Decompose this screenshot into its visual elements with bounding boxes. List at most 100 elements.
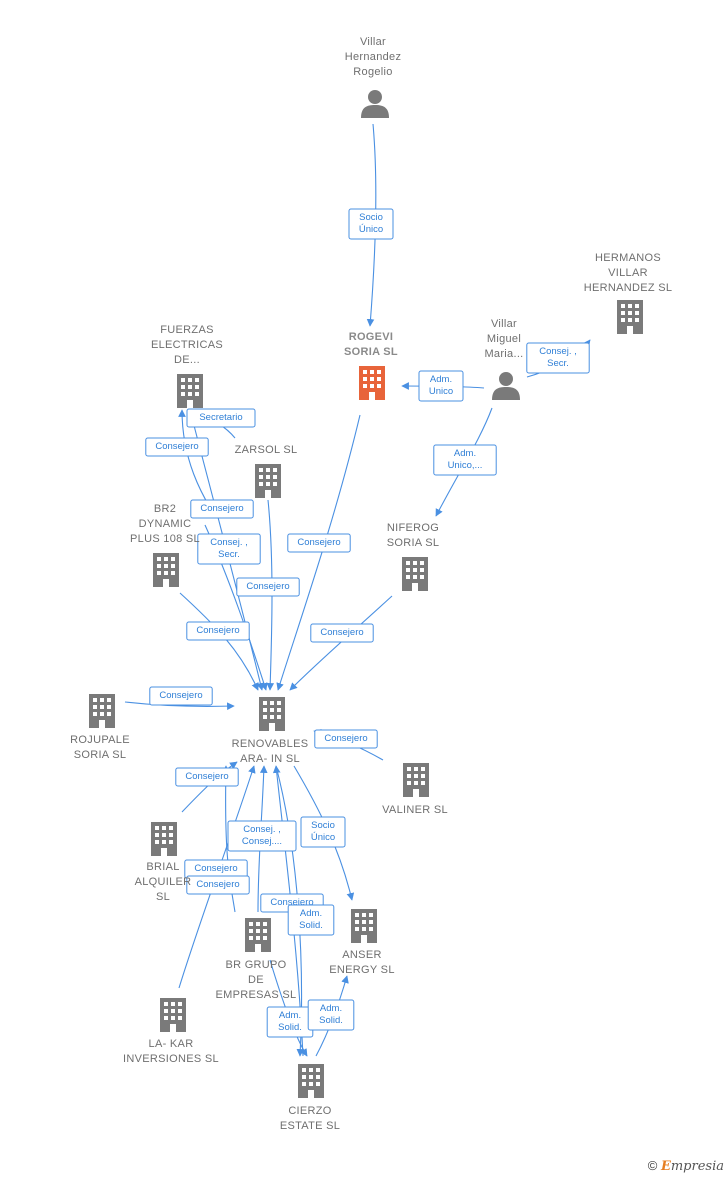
node-zarsol[interactable]: ZARSOL SL bbox=[235, 444, 298, 498]
relation-label-text: Consej. , bbox=[539, 346, 577, 357]
relation-label-box bbox=[149, 686, 213, 706]
node-label: ROGEVI bbox=[349, 331, 394, 343]
relation-label-text: Único bbox=[311, 832, 335, 843]
relation-label-box bbox=[300, 816, 346, 848]
relation-label[interactable]: Adm.Solid. bbox=[266, 1006, 314, 1038]
node-label: BR GRUPO bbox=[225, 959, 286, 971]
relation-label[interactable]: Consej. ,Secr. bbox=[526, 342, 590, 374]
node-label: ELECTRICAS bbox=[151, 339, 223, 351]
node-valiner[interactable]: VALINER SL bbox=[382, 763, 448, 816]
building-icon bbox=[403, 763, 429, 797]
node-label: HERNANDEZ SL bbox=[584, 282, 673, 294]
node-label: SORIA SL bbox=[344, 346, 398, 358]
relation-label-text: Unico bbox=[429, 386, 453, 397]
relation-label[interactable]: Secretario bbox=[186, 408, 256, 428]
relation-label[interactable]: Consejero bbox=[287, 533, 351, 553]
relation-label-text: Unico,... bbox=[448, 460, 483, 471]
node-label: VILLAR bbox=[608, 267, 648, 279]
node-label: RENOVABLES bbox=[232, 738, 309, 750]
copyright-symbol: © bbox=[647, 1158, 658, 1173]
relation-label-box bbox=[526, 342, 590, 374]
node-label: LA- KAR bbox=[149, 1038, 194, 1050]
node-label: ANSER bbox=[342, 949, 381, 961]
relation-label-text: Adm. bbox=[430, 374, 452, 385]
footer-brand[interactable]: © Empresia bbox=[648, 1158, 724, 1174]
node-label: BR2 bbox=[154, 503, 176, 515]
edge-br2-to-renovables bbox=[179, 592, 259, 691]
relation-label[interactable]: Consejero bbox=[175, 767, 239, 787]
edge-rogevi-to-renovables bbox=[276, 414, 361, 691]
node-villar_miguel[interactable]: VillarMiguelMaria... bbox=[484, 318, 523, 400]
relation-label-box bbox=[418, 370, 464, 402]
relation-label[interactable]: Consejero bbox=[190, 499, 254, 519]
relation-label-text: Solid. bbox=[278, 1022, 302, 1033]
relation-label-text: Solid. bbox=[319, 1015, 343, 1026]
relation-label-box bbox=[186, 621, 250, 641]
building-icon bbox=[160, 998, 186, 1032]
relation-label-text: Secretario bbox=[199, 412, 242, 423]
building-icon bbox=[351, 909, 377, 943]
node-label: Villar bbox=[491, 318, 517, 330]
relation-label-text: Consej. , bbox=[243, 824, 281, 835]
relation-label-box bbox=[145, 437, 209, 457]
building-icon bbox=[245, 918, 271, 952]
relation-label-text: Único bbox=[359, 224, 383, 235]
relation-label[interactable]: Adm.Solid. bbox=[307, 999, 355, 1031]
node-label: Villar bbox=[360, 36, 386, 48]
node-label: Maria... bbox=[484, 348, 523, 360]
node-label: Miguel bbox=[487, 333, 521, 345]
relation-label-text: Secr. bbox=[218, 549, 240, 560]
relation-label-text: Consejero bbox=[159, 690, 202, 701]
relation-label-text: Adm. bbox=[279, 1010, 301, 1021]
building-icon bbox=[259, 697, 285, 731]
relation-label[interactable]: Consejero bbox=[186, 621, 250, 641]
relation-label[interactable]: Consejero bbox=[145, 437, 209, 457]
relation-label[interactable]: Consejero bbox=[186, 875, 250, 895]
relation-label[interactable]: Consej. ,Consej.... bbox=[227, 820, 297, 852]
relation-label[interactable]: Adm.Solid. bbox=[287, 904, 335, 936]
building-icon bbox=[402, 557, 428, 591]
relation-label[interactable]: Consejero bbox=[184, 859, 248, 879]
node-anser[interactable]: ANSER ENERGY SL bbox=[329, 909, 394, 976]
brand-logo-rest: mpresia bbox=[670, 1159, 724, 1174]
node-fuerzas[interactable]: FUERZASELECTRICASDE... bbox=[151, 324, 223, 408]
relation-label[interactable]: Consejero bbox=[310, 623, 374, 643]
node-rogevi[interactable]: ROGEVI SORIA SL bbox=[344, 331, 398, 400]
node-label: ENERGY SL bbox=[329, 964, 394, 976]
edge-niferog-to-renovables bbox=[289, 595, 393, 691]
relation-label-text: Consej.... bbox=[242, 836, 282, 847]
relation-label-box bbox=[348, 208, 394, 240]
building-icon bbox=[153, 553, 179, 587]
relation-label[interactable]: Consejero bbox=[314, 729, 378, 749]
relation-label-text: Consejero bbox=[270, 897, 313, 908]
relation-label-box bbox=[307, 999, 355, 1031]
relation-label[interactable]: Adm.Unico,... bbox=[433, 444, 497, 476]
relation-label-text: Consejero bbox=[155, 441, 198, 452]
person-icon bbox=[361, 90, 389, 118]
node-label: SORIA SL bbox=[387, 537, 440, 549]
relation-label[interactable]: Adm.Unico bbox=[418, 370, 464, 402]
relation-label-text: Consejero bbox=[196, 879, 239, 890]
node-label: PLUS 108 SL bbox=[130, 533, 200, 545]
building-icon bbox=[298, 1064, 324, 1098]
edge-rojupale-to-renovables bbox=[124, 701, 235, 711]
relation-label[interactable]: Consejero bbox=[149, 686, 213, 706]
relation-label[interactable]: Consejero bbox=[236, 577, 300, 597]
relation-label-box bbox=[190, 499, 254, 519]
node-label: BRIAL bbox=[146, 861, 179, 873]
node-label: Hernandez bbox=[345, 51, 402, 63]
relation-label[interactable]: Consej. ,Secr. bbox=[197, 533, 261, 565]
